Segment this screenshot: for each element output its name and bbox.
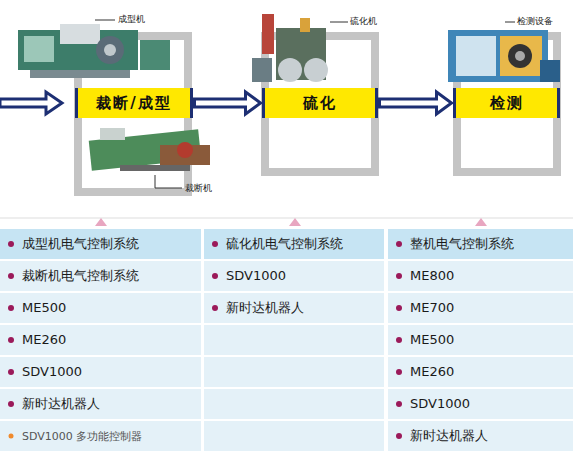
pointer-marker (475, 218, 487, 226)
process-label: 硫化 (303, 94, 337, 113)
pointer-marker (95, 218, 107, 226)
process-box: 硫化 (262, 88, 378, 118)
separator (0, 218, 573, 219)
table-cell-text: 新时达机器人 (226, 300, 304, 316)
table-cells (0, 229, 573, 451)
process-box: 裁断/成型 (75, 88, 193, 118)
bullet (396, 337, 402, 343)
process-label: 检测 (490, 94, 524, 113)
bullet (212, 273, 218, 279)
table-cell (0, 261, 201, 291)
bullet (396, 369, 402, 375)
table-cell-text: SDV1000 多功能控制器 (22, 429, 142, 445)
table-cell (388, 229, 573, 259)
bullet (8, 241, 14, 247)
table-cell (204, 389, 384, 419)
bullet (9, 434, 14, 439)
table-cell-text: ME800 (410, 268, 454, 284)
bullet (8, 273, 14, 279)
forming-machine (18, 20, 170, 78)
table-cell-text: ME260 (410, 364, 454, 380)
table-cell (388, 421, 573, 451)
bullet (8, 369, 14, 375)
entry-arrow (0, 92, 62, 114)
bullet (212, 241, 218, 247)
table-cell-text: SDV1000 (226, 268, 286, 284)
table-cell (388, 325, 573, 355)
bullet (396, 305, 402, 311)
table-cell-text: 新时达机器人 (410, 428, 488, 444)
arrow-shape (195, 92, 261, 114)
bullet (396, 433, 402, 439)
table-cell-text: 新时达机器人 (22, 396, 100, 412)
bullet (8, 305, 14, 311)
table-cell-text: SDV1000 (22, 364, 82, 380)
bullet (212, 305, 218, 311)
table-cell (0, 389, 201, 419)
flow-arrow (195, 92, 261, 114)
inspection-equipment (448, 22, 560, 82)
part-name: 裁断机 (185, 183, 212, 194)
process-box: 检测 (453, 88, 560, 118)
pointer-marker (289, 218, 301, 226)
table-cell (0, 421, 201, 451)
part-name: 成型机 (118, 14, 145, 25)
table-cell-text: ME500 (410, 332, 454, 348)
table-cell-text: 裁断机电气控制系统 (22, 268, 139, 284)
table-cell (0, 229, 201, 259)
table-cell (204, 293, 384, 323)
table-cell (204, 325, 384, 355)
table-cell-text: 整机电气控制系统 (410, 236, 514, 252)
bullet (8, 337, 14, 343)
cutting-machine (89, 128, 210, 188)
table-cell-text: ME260 (22, 332, 66, 348)
bullet (8, 401, 14, 407)
part-name: 检测设备 (517, 16, 553, 27)
flow-arrow (380, 92, 452, 114)
table-cell-text: SDV1000 (410, 396, 470, 412)
table-cell (204, 229, 384, 259)
table-cell (388, 357, 573, 387)
table-cell (0, 357, 201, 387)
bullet (396, 241, 402, 247)
bullet (396, 273, 402, 279)
table-cell (0, 325, 201, 355)
part-name: 硫化机 (350, 16, 377, 27)
arrow-shape (380, 92, 452, 114)
table-cell (388, 261, 573, 291)
table-cell (204, 357, 384, 387)
process-label: 裁断/成型 (96, 94, 171, 113)
table-cell (0, 293, 201, 323)
table-cell (204, 421, 384, 451)
table-cell (388, 389, 573, 419)
table-cell (388, 293, 573, 323)
table-cell-text: ME700 (410, 300, 454, 316)
vulcanizing-machine (252, 14, 348, 82)
table-cell-text: ME500 (22, 300, 66, 316)
bullet (396, 401, 402, 407)
table-cell-text: 成型机电气控制系统 (22, 236, 139, 252)
table-cell (204, 261, 384, 291)
table-cell-text: 硫化机电气控制系统 (226, 236, 343, 252)
